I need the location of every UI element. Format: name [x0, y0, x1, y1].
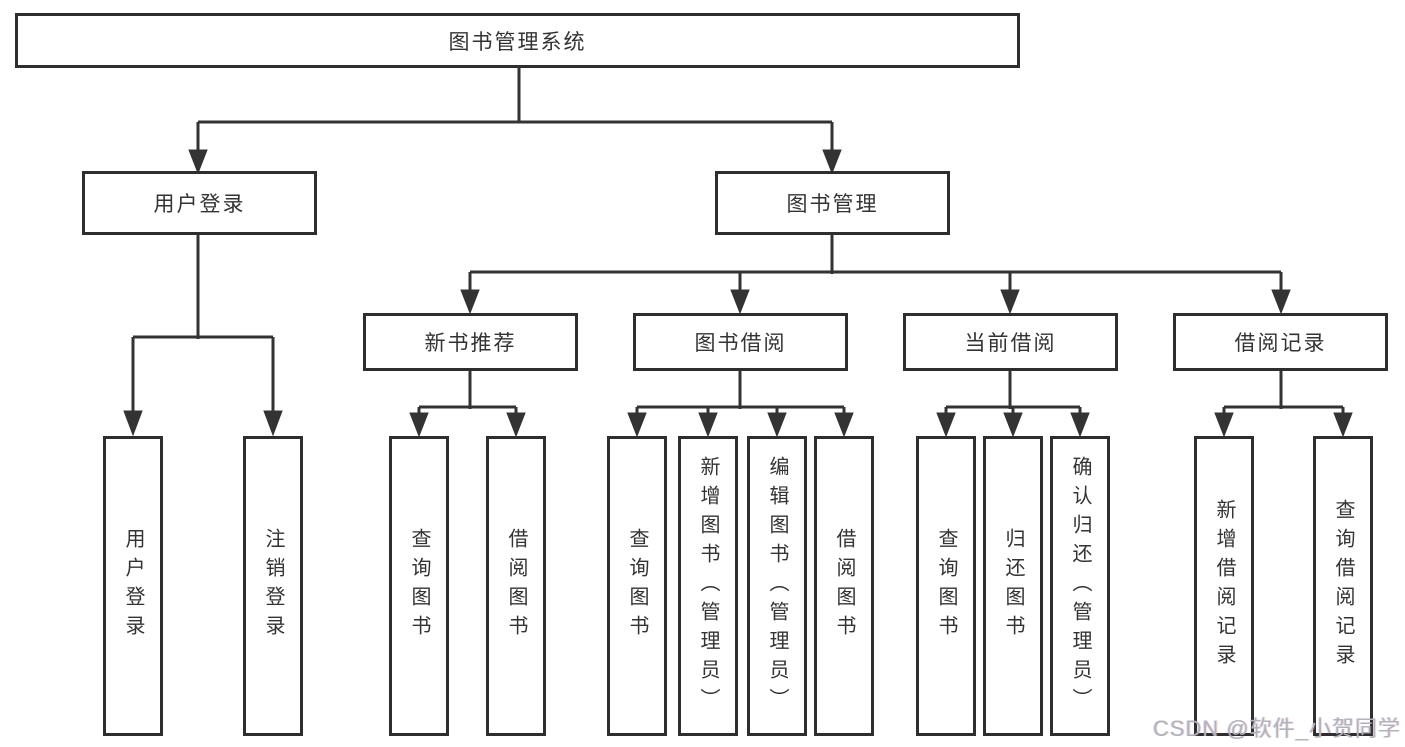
arrow-down-icon	[460, 289, 480, 315]
arrow-down-icon	[409, 412, 429, 438]
leaf-borrow-add-books-admin: 新增图书（管理员）	[678, 436, 738, 736]
leaf-borrow-query-books: 查询图书	[607, 436, 667, 736]
leaf-label: 借阅图书	[833, 528, 855, 644]
arrow-down-icon	[263, 410, 283, 437]
leaf-label: 查询图书	[626, 528, 648, 644]
arrow-down-icon	[730, 289, 750, 315]
leaf-label: 注销登录	[262, 528, 284, 644]
connector-root-to-branches	[188, 68, 842, 175]
leaf-label: 查询借阅记录	[1332, 499, 1354, 673]
arrow-down-icon	[627, 412, 647, 438]
leaf-record-query-borrow-record: 查询借阅记录	[1313, 436, 1373, 736]
arrow-down-icon	[936, 412, 956, 438]
arrow-down-icon	[1271, 289, 1291, 315]
connector-management-to-sections	[460, 235, 1291, 315]
leaf-label: 查询图书	[935, 528, 957, 644]
arrow-down-icon	[1333, 412, 1353, 438]
leaf-borrow-borrow-books: 借阅图书	[814, 436, 874, 736]
node-user-login: 用户登录	[82, 171, 317, 235]
arrow-down-icon	[188, 149, 208, 175]
connector-newbook-to-leaves	[409, 371, 526, 438]
node-system-root: 图书管理系统	[15, 13, 1020, 68]
connector-current-to-leaves	[936, 371, 1090, 438]
leaf-user-login: 用户登录	[103, 436, 163, 736]
arrow-down-icon	[834, 412, 854, 438]
arrow-down-icon	[1214, 412, 1234, 438]
connector-borrow-to-leaves	[627, 371, 854, 438]
leaf-label: 借阅图书	[505, 528, 527, 644]
leaf-borrow-edit-books-admin: 编辑图书（管理员）	[747, 436, 807, 736]
connector-login-to-leaves	[123, 235, 283, 437]
arrow-down-icon	[698, 412, 718, 438]
leaf-newbook-borrow-books: 借阅图书	[486, 436, 546, 736]
leaf-logout: 注销登录	[243, 436, 303, 736]
arrow-down-icon	[123, 410, 143, 437]
connector-record-to-leaves	[1214, 371, 1353, 438]
node-book-borrow: 图书借阅	[633, 313, 848, 371]
csdn-watermark: CSDN @软件_小贺同学	[1152, 716, 1401, 741]
arrow-down-icon	[1003, 412, 1023, 438]
node-borrow-record: 借阅记录	[1173, 313, 1388, 371]
leaf-label: 归还图书	[1002, 528, 1024, 644]
leaf-current-query-books: 查询图书	[916, 436, 976, 736]
leaf-label: 编辑图书（管理员）	[766, 455, 788, 717]
node-book-management: 图书管理	[715, 171, 950, 235]
node-current-borrow: 当前借阅	[903, 313, 1118, 371]
arrow-down-icon	[506, 412, 526, 438]
leaf-label: 用户登录	[122, 528, 144, 644]
leaf-newbook-query-books: 查询图书	[389, 436, 449, 736]
arrow-down-icon	[822, 149, 842, 175]
leaf-label: 新增图书（管理员）	[697, 455, 719, 717]
leaf-label: 确认归还（管理员）	[1069, 455, 1091, 717]
leaf-current-confirm-return-admin: 确认归还（管理员）	[1050, 436, 1110, 736]
node-new-book-recommend: 新书推荐	[363, 313, 578, 371]
leaf-record-add-borrow-record: 新增借阅记录	[1194, 436, 1254, 736]
leaf-label: 查询图书	[408, 528, 430, 644]
leaf-current-return-books: 归还图书	[983, 436, 1043, 736]
leaf-label: 新增借阅记录	[1213, 499, 1235, 673]
arrow-down-icon	[1070, 412, 1090, 438]
arrow-down-icon	[1000, 289, 1020, 315]
arrow-down-icon	[767, 412, 787, 438]
